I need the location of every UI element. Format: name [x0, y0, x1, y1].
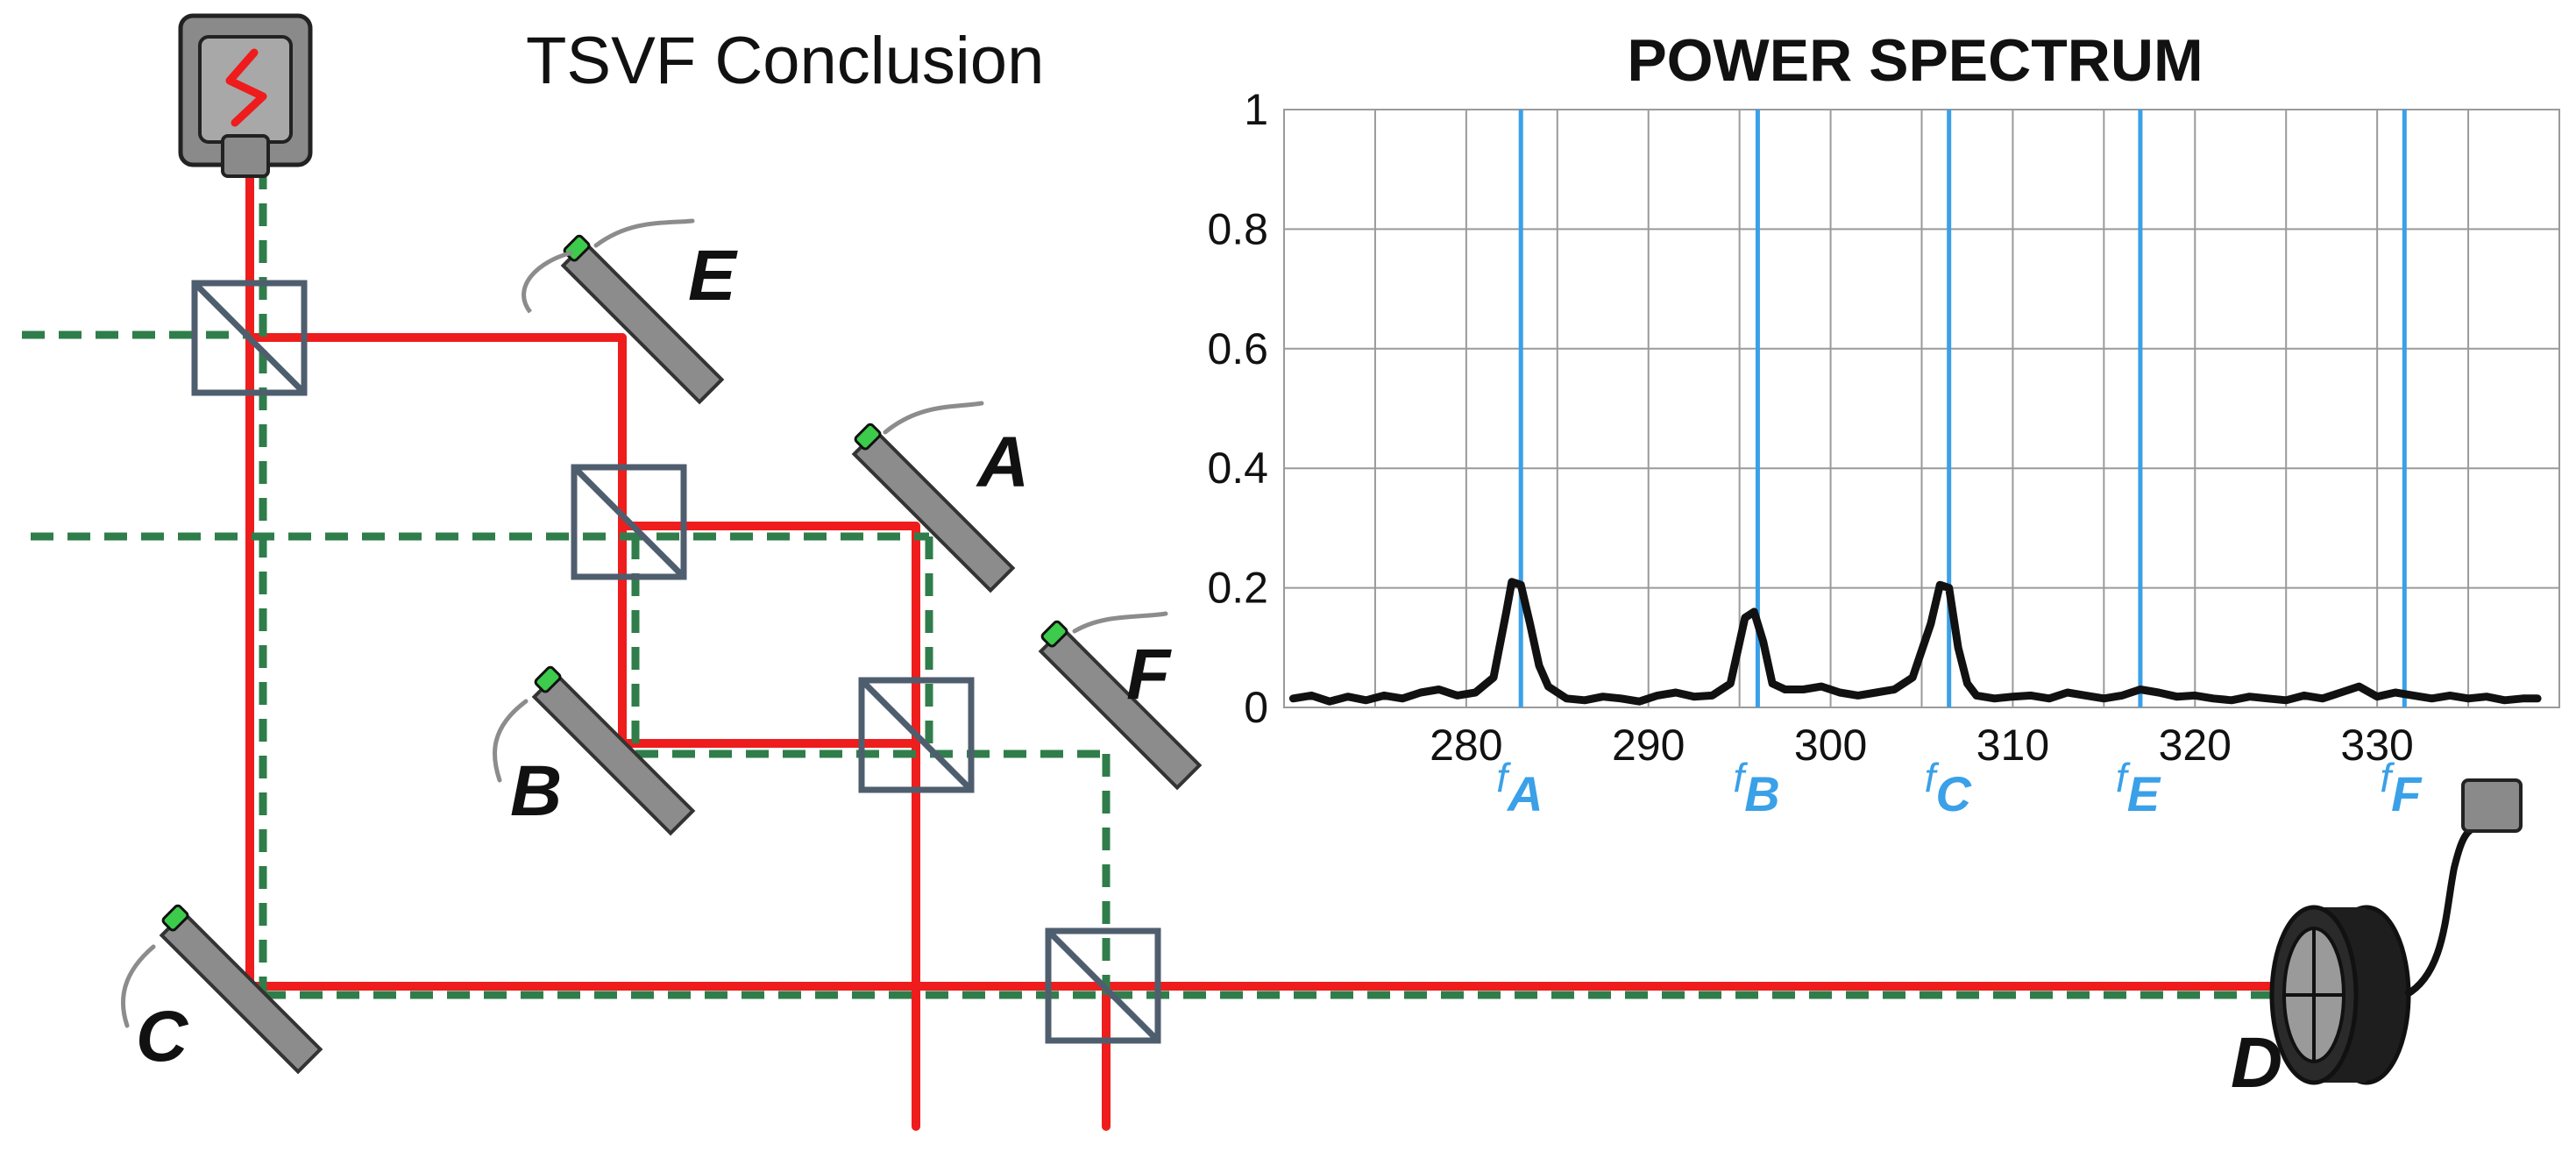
x-tick-labels: 280 290 300 310 320 330	[1430, 721, 2414, 770]
frequency-marker-labels: fA fB fC fE fF	[1496, 755, 2423, 821]
beam-splitter-2-icon	[571, 464, 687, 580]
mirror-A-icon	[851, 423, 1016, 593]
y-tick-label: 0.2	[1207, 564, 1268, 613]
label-D: D	[2231, 1023, 2282, 1103]
mirror-F-icon	[1038, 620, 1203, 791]
chart-title: POWER SPECTRUM	[1627, 27, 2203, 94]
beam-splitter-4-icon	[1045, 927, 1161, 1044]
frequency-markers	[1518, 110, 2407, 707]
diagram-title: TSVF Conclusion	[526, 24, 1044, 98]
sensor-cables	[120, 218, 1168, 1028]
marker-label-A: fA	[1496, 755, 1543, 821]
marker-label-F: fF	[2380, 755, 2423, 821]
power-spectrum-chart: POWER SPECTRUM 0 0.2 0.4 0.6 0.8 1 280 290 300 3…	[1207, 27, 2560, 821]
y-tick-label: 0.6	[1207, 324, 1268, 373]
grid	[1284, 109, 2559, 708]
label-A: A	[976, 423, 1029, 502]
marker-label-B: fB	[1733, 755, 1779, 821]
y-tick-label: 0.8	[1207, 204, 1268, 253]
marker-label-E: fE	[2116, 755, 2161, 821]
forward-beams	[245, 167, 2318, 1131]
mirror-E-icon	[522, 234, 725, 405]
beam-splitter-1-icon	[191, 280, 308, 396]
x-tick-label: 290	[1612, 721, 1685, 770]
y-tick-label: 0.4	[1207, 444, 1268, 493]
label-C: C	[136, 997, 189, 1076]
marker-label-C: fC	[1925, 755, 1973, 821]
mirror-B-icon	[531, 665, 696, 836]
x-tick-label: 320	[2159, 721, 2232, 770]
x-tick-label: 330	[2340, 721, 2413, 770]
spectrum-trace	[1288, 578, 2542, 706]
interferometer-diagram: E A B F C D	[22, 13, 2523, 1131]
x-tick-label: 280	[1430, 721, 1502, 770]
beam-splitters	[191, 280, 1161, 1044]
x-tick-label: 300	[1794, 721, 1867, 770]
label-E: E	[688, 236, 738, 316]
mirror-C-icon	[159, 904, 323, 1075]
y-tick-label: 0	[1244, 683, 1268, 732]
y-tick-label: 1	[1244, 85, 1268, 134]
x-tick-label: 310	[1976, 721, 2049, 770]
detector-D-icon	[2269, 778, 2523, 1085]
label-F: F	[1126, 635, 1172, 714]
laser-source-icon	[178, 13, 313, 178]
beam-splitter-3-icon	[858, 677, 975, 793]
backward-beams	[22, 167, 2314, 999]
label-B: B	[510, 751, 562, 831]
y-tick-labels: 0 0.2 0.4 0.6 0.8 1	[1207, 85, 1268, 732]
